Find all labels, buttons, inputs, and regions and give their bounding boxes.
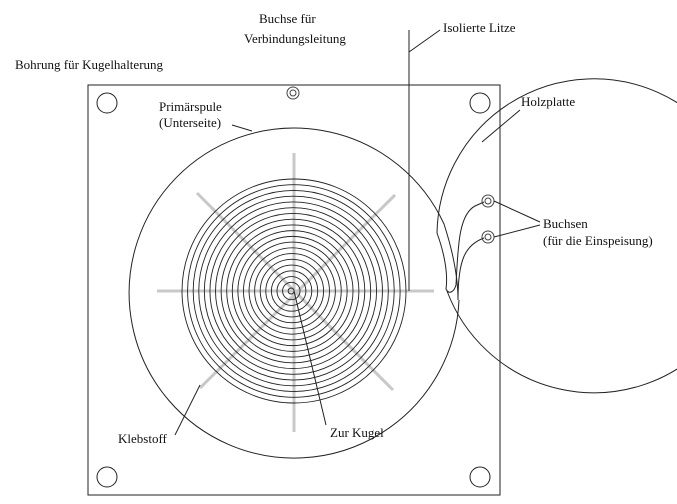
- mount-hole-bottom-left: [96, 466, 118, 488]
- secondary-coil-turn: [209, 207, 378, 375]
- secondary-coil-turn: [270, 270, 313, 312]
- mount-hole-top-left: [96, 92, 118, 114]
- secondary-coil-turn: [276, 276, 307, 306]
- wooden-plate: [87, 84, 501, 496]
- label-klebstoff: Klebstoff: [118, 431, 168, 446]
- ball-wire: [293, 290, 327, 426]
- secondary-coil-turn: [259, 258, 325, 324]
- secondary-coil-turn: [198, 195, 389, 387]
- secondary-coil-turn: [243, 241, 342, 341]
- secondary-coil-turn: [203, 201, 383, 381]
- label-primaer-1: Primärspule: [159, 99, 222, 114]
- label-litze: Isolierte Litze: [443, 20, 516, 35]
- secondary-coil-turn: [265, 264, 319, 318]
- secondary-coil-turn: [231, 230, 354, 352]
- label-kugel: Zur Kugel: [330, 425, 384, 440]
- leader-lines: [174, 29, 541, 436]
- label-buchsen-2: (für die Einspeisung): [543, 233, 653, 248]
- label-bohrung: Bohrung für Kugelhalterung: [15, 57, 164, 72]
- secondary-coil-turn: [215, 212, 372, 370]
- primary-coil-outer-wire: [128, 127, 460, 459]
- secondary-coil-turn: [181, 178, 407, 404]
- mount-hole-top-right: [469, 92, 491, 114]
- label-buchse-2: Verbindungsleitung: [244, 31, 346, 46]
- secondary-coil: [181, 178, 407, 404]
- mount-hole-bottom-right: [469, 466, 491, 488]
- secondary-coil-turn: [187, 184, 401, 398]
- secondary-coil-turn: [226, 224, 360, 358]
- label-buchsen-1: Buchsen: [543, 216, 588, 231]
- label-buchse-1: Buchse für: [259, 11, 316, 26]
- socket-feed-2: [481, 230, 495, 244]
- secondary-coil-turn: [248, 247, 336, 335]
- secondary-coil-turn: [237, 235, 348, 347]
- secondary-coil-turn: [254, 253, 330, 329]
- glue-spoke: [195, 191, 395, 392]
- secondary-coil-turn: [282, 281, 301, 301]
- feed-wire-lower: [457, 237, 485, 301]
- socket-top: [286, 86, 300, 100]
- primary-coil: [128, 78, 677, 459]
- label-holzplatte: Holzplatte: [521, 94, 575, 109]
- primary-coil-inner-wire: [436, 78, 677, 394]
- socket-feed-1: [481, 194, 495, 208]
- secondary-coil-turn: [192, 190, 395, 392]
- secondary-coil-turn: [220, 218, 366, 364]
- label-primaer-2: (Unterseite): [159, 115, 221, 130]
